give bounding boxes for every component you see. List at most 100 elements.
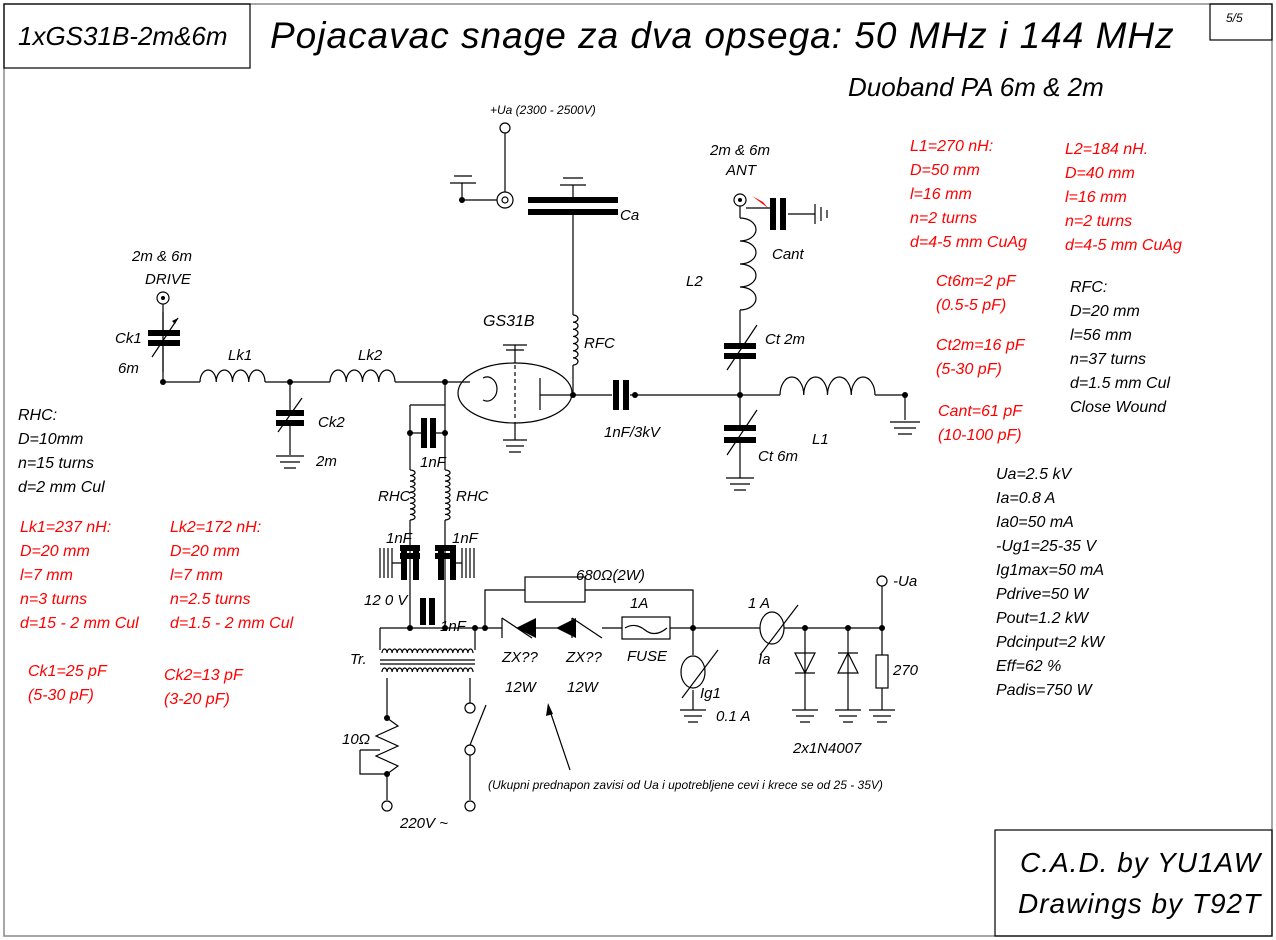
page-number: 5/5 bbox=[1226, 11, 1243, 25]
transformer-primary bbox=[381, 648, 474, 654]
mains-label: 220V ~ bbox=[399, 815, 448, 832]
spec-l1-line: d=4-5 mm CuAg bbox=[910, 234, 1027, 251]
c1nf-left-label: 1nF bbox=[386, 530, 413, 547]
spec-rhc-line: RHC: bbox=[18, 407, 57, 424]
spec-operating-line: Ua=2.5 kV bbox=[996, 466, 1072, 483]
tube-label: GS31B bbox=[483, 313, 535, 330]
spec-l2-line: l=16 mm bbox=[1065, 189, 1127, 206]
spec-l2-line: D=40 mm bbox=[1065, 165, 1135, 182]
spec-l1-line: n=2 turns bbox=[910, 210, 977, 227]
fuse bbox=[621, 616, 671, 640]
l2-coil bbox=[739, 217, 757, 311]
c1nf-top-label: 1nF bbox=[420, 454, 447, 471]
cad-credit: C.A.D. by YU1AW bbox=[1020, 847, 1263, 878]
fuse-label: FUSE bbox=[627, 648, 668, 665]
ig1-range-label: 0.1 A bbox=[716, 708, 750, 725]
spec-ct6m-line: (0.5-5 pF) bbox=[936, 297, 1006, 314]
note-arrow bbox=[547, 704, 571, 771]
transformer-core bbox=[380, 659, 475, 665]
bias-note: (Ukupni prednapon zavisi od Ua i upotreb… bbox=[488, 778, 883, 792]
spec-lk1-line: D=20 mm bbox=[20, 543, 90, 560]
ck2-band-label: 2m bbox=[315, 453, 337, 470]
l1-coil bbox=[779, 376, 876, 396]
rhc-right-choke bbox=[444, 469, 451, 521]
spec-lk1-line: Lk1=237 nH: bbox=[20, 519, 111, 536]
spec-l2-line: L2=184 nH. bbox=[1065, 141, 1148, 158]
spec-l1-line: l=16 mm bbox=[910, 186, 972, 203]
spec-rfc-line: RFC: bbox=[1070, 279, 1107, 296]
ck1-band-label: 6m bbox=[118, 360, 139, 377]
spec-l2-line: d=4-5 mm CuAg bbox=[1065, 237, 1182, 254]
ct6m-label: Ct 6m bbox=[758, 448, 798, 465]
spec-cant-line: (10-100 pF) bbox=[938, 427, 1022, 444]
spec-ck1-line: Ck1=25 pF bbox=[28, 663, 108, 680]
spec-lk1-line: l=7 mm bbox=[20, 567, 73, 584]
drive-label: DRIVE bbox=[145, 271, 192, 288]
resistor-680 bbox=[524, 576, 586, 603]
coupling-cap-label: 1nF/3kV bbox=[604, 424, 662, 441]
l1-label: L1 bbox=[812, 431, 829, 448]
ck2-label: Ck2 bbox=[318, 414, 345, 431]
rfc-choke bbox=[572, 314, 579, 366]
ia-range-label: 1 A bbox=[748, 595, 770, 612]
spec-ct2m-line: Ct2m=16 pF bbox=[936, 337, 1026, 354]
zener1-power-label: 12W bbox=[505, 679, 538, 696]
spec-cant-line: Cant=61 pF bbox=[938, 403, 1023, 420]
drive-band-label: 2m & 6m bbox=[131, 248, 192, 265]
resistor-270 bbox=[875, 654, 889, 689]
spec-rhc-line: D=10mm bbox=[18, 431, 83, 448]
ant-label: ANT bbox=[725, 162, 758, 179]
zener2-label: ZX?? bbox=[565, 649, 603, 666]
spec-rfc-line: Close Wound bbox=[1070, 399, 1167, 416]
spec-rfc-line: n=37 turns bbox=[1070, 351, 1146, 368]
spec-operating-line: Pdcinput=2 kW bbox=[996, 634, 1106, 651]
spec-l1-line: L1=270 nH: bbox=[910, 138, 993, 155]
cant-capacitor bbox=[770, 198, 786, 230]
spec-l2-line: n=2 turns bbox=[1065, 213, 1132, 230]
spec-lk2-line: n=2.5 turns bbox=[170, 591, 251, 608]
spec-rfc-line: D=20 mm bbox=[1070, 303, 1140, 320]
spec-operating-line: -Ug1=25-35 V bbox=[996, 538, 1097, 555]
ct2m-label: Ct 2m bbox=[765, 331, 805, 348]
spec-ck1-line: (5-30 pF) bbox=[28, 687, 94, 704]
spec-lk2-line: D=20 mm bbox=[170, 543, 240, 560]
spec-operating-line: Ia=0.8 A bbox=[996, 490, 1055, 507]
ct6m-variable-capacitor bbox=[724, 409, 758, 456]
spec-ck2-line: Ck2=13 pF bbox=[164, 667, 244, 684]
ua-supply-label: +Ua (2300 - 2500V) bbox=[490, 103, 596, 117]
model-label-box bbox=[3, 3, 251, 69]
diode-2 bbox=[837, 651, 859, 674]
spec-operating-line: Ig1max=50 mA bbox=[996, 562, 1104, 579]
spec-ck2-line: (3-20 pF) bbox=[164, 691, 230, 708]
mains-switch bbox=[469, 704, 487, 800]
rhc-left-label: RHC bbox=[378, 488, 411, 505]
ant-band-label: 2m & 6m bbox=[709, 142, 770, 159]
spec-l1-line: D=50 mm bbox=[910, 162, 980, 179]
lk2-label: Lk2 bbox=[358, 347, 383, 364]
fuse-rating-label: 1A bbox=[630, 595, 648, 612]
l2-label: L2 bbox=[686, 273, 703, 290]
ig1-label: Ig1 bbox=[700, 685, 721, 702]
zener1-label: ZX?? bbox=[501, 649, 539, 666]
minus-ua-label: -Ua bbox=[893, 573, 917, 590]
ca-label: Ca bbox=[620, 207, 639, 224]
ck2-variable-capacitor bbox=[276, 397, 304, 433]
spec-rfc-line: l=56 mm bbox=[1070, 327, 1132, 344]
rhc-left-choke bbox=[409, 469, 416, 521]
v120-label: 12 0 V bbox=[364, 592, 409, 609]
plate-circuit bbox=[450, 122, 920, 491]
cant-label: Cant bbox=[772, 246, 805, 263]
transformer-label: Tr. bbox=[350, 651, 367, 668]
spec-lk2-line: d=1.5 - 2 mm Cul bbox=[170, 615, 294, 632]
ck1-label: Ck1 bbox=[115, 330, 142, 347]
component-labels: +Ua (2300 - 2500V) Ca 2m & 6m ANT Cant L… bbox=[115, 103, 919, 832]
subtitle: Duoband PA 6m & 2m bbox=[848, 72, 1104, 102]
model-label: 1xGS31B-2m&6m bbox=[18, 21, 228, 51]
spec-operating-line: Pdrive=50 W bbox=[996, 586, 1090, 603]
bias-circuit bbox=[359, 382, 895, 812]
resistor-680-label: 680Ω(2W) bbox=[576, 567, 645, 584]
ua-terminal bbox=[499, 122, 511, 134]
pot-label: 10Ω bbox=[342, 731, 370, 748]
coupling-capacitor bbox=[613, 380, 629, 410]
